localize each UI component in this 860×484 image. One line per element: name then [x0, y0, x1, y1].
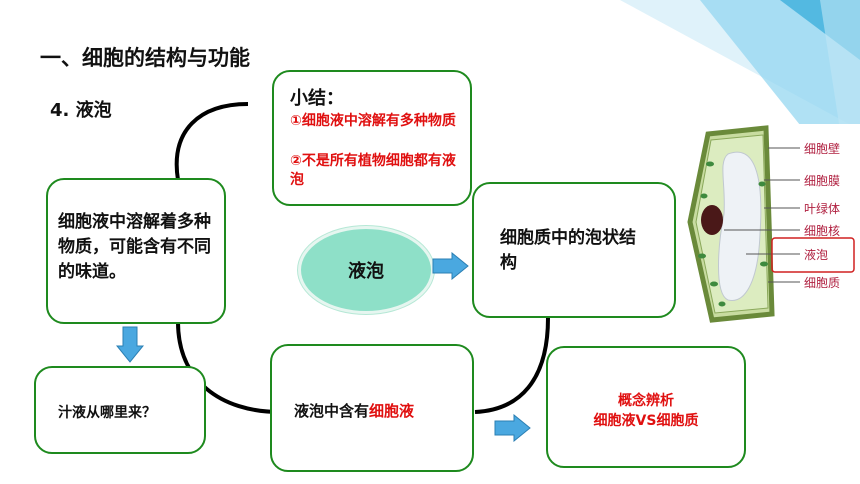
vacuole-oval: 液泡 — [298, 226, 434, 314]
plant-cell-diagram — [684, 124, 860, 324]
contains-box: 液泡中含有细胞液 — [270, 344, 474, 472]
contains-prefix: 液泡中含有 — [294, 402, 370, 420]
question-box: 汁液从哪里来？ — [34, 366, 206, 454]
cell-label-nucleus: 细胞核 — [804, 224, 841, 238]
contains-text: 液泡中含有细胞液 — [294, 400, 414, 421]
vacuole-label: 液泡 — [348, 261, 384, 282]
cell-label-chloroplast: 叶绿体 — [804, 202, 841, 216]
summary-point-1: ①细胞液中溶解有多种物质 — [290, 113, 456, 129]
cell-label-membrane: 细胞膜 — [804, 174, 841, 188]
cell-label-wall: 细胞壁 — [804, 142, 841, 156]
dissolve-box: 细胞液中溶解着多种物质，可能含有不同的味道。 — [46, 178, 226, 324]
right-arrow-icon-2 — [494, 414, 531, 442]
concept-line-1: 概念辨析 — [618, 393, 674, 409]
structure-box: 细胞质中的泡状结构 — [472, 182, 676, 318]
cell-label-cytoplasm: 细胞质 — [804, 276, 841, 290]
summary-box: 小结： ①细胞液中溶解有多种物质 ②不是所有植物细胞都有液泡 — [272, 70, 472, 206]
section-subtitle: 4. 液泡 — [50, 100, 112, 121]
concept-box: 概念辨析 细胞液VS细胞质 — [546, 346, 746, 468]
slide-title: 一、细胞的结构与功能 — [40, 46, 250, 70]
right-arrow-icon — [432, 252, 469, 280]
concept-line-2: 细胞液VS细胞质 — [593, 413, 699, 429]
summary-point-2: ②不是所有植物细胞都有液泡 — [290, 153, 456, 188]
cell-label-vacuole: 液泡 — [804, 248, 829, 262]
question-text: 汁液从哪里来？ — [58, 405, 156, 421]
contains-highlight: 细胞液 — [369, 402, 415, 420]
dissolve-text: 细胞液中溶解着多种物质，可能含有不同的味道。 — [58, 212, 211, 282]
structure-text: 细胞质中的泡状结构 — [500, 228, 636, 273]
summary-heading: 小结： — [290, 88, 344, 109]
down-arrow-icon — [116, 326, 144, 363]
